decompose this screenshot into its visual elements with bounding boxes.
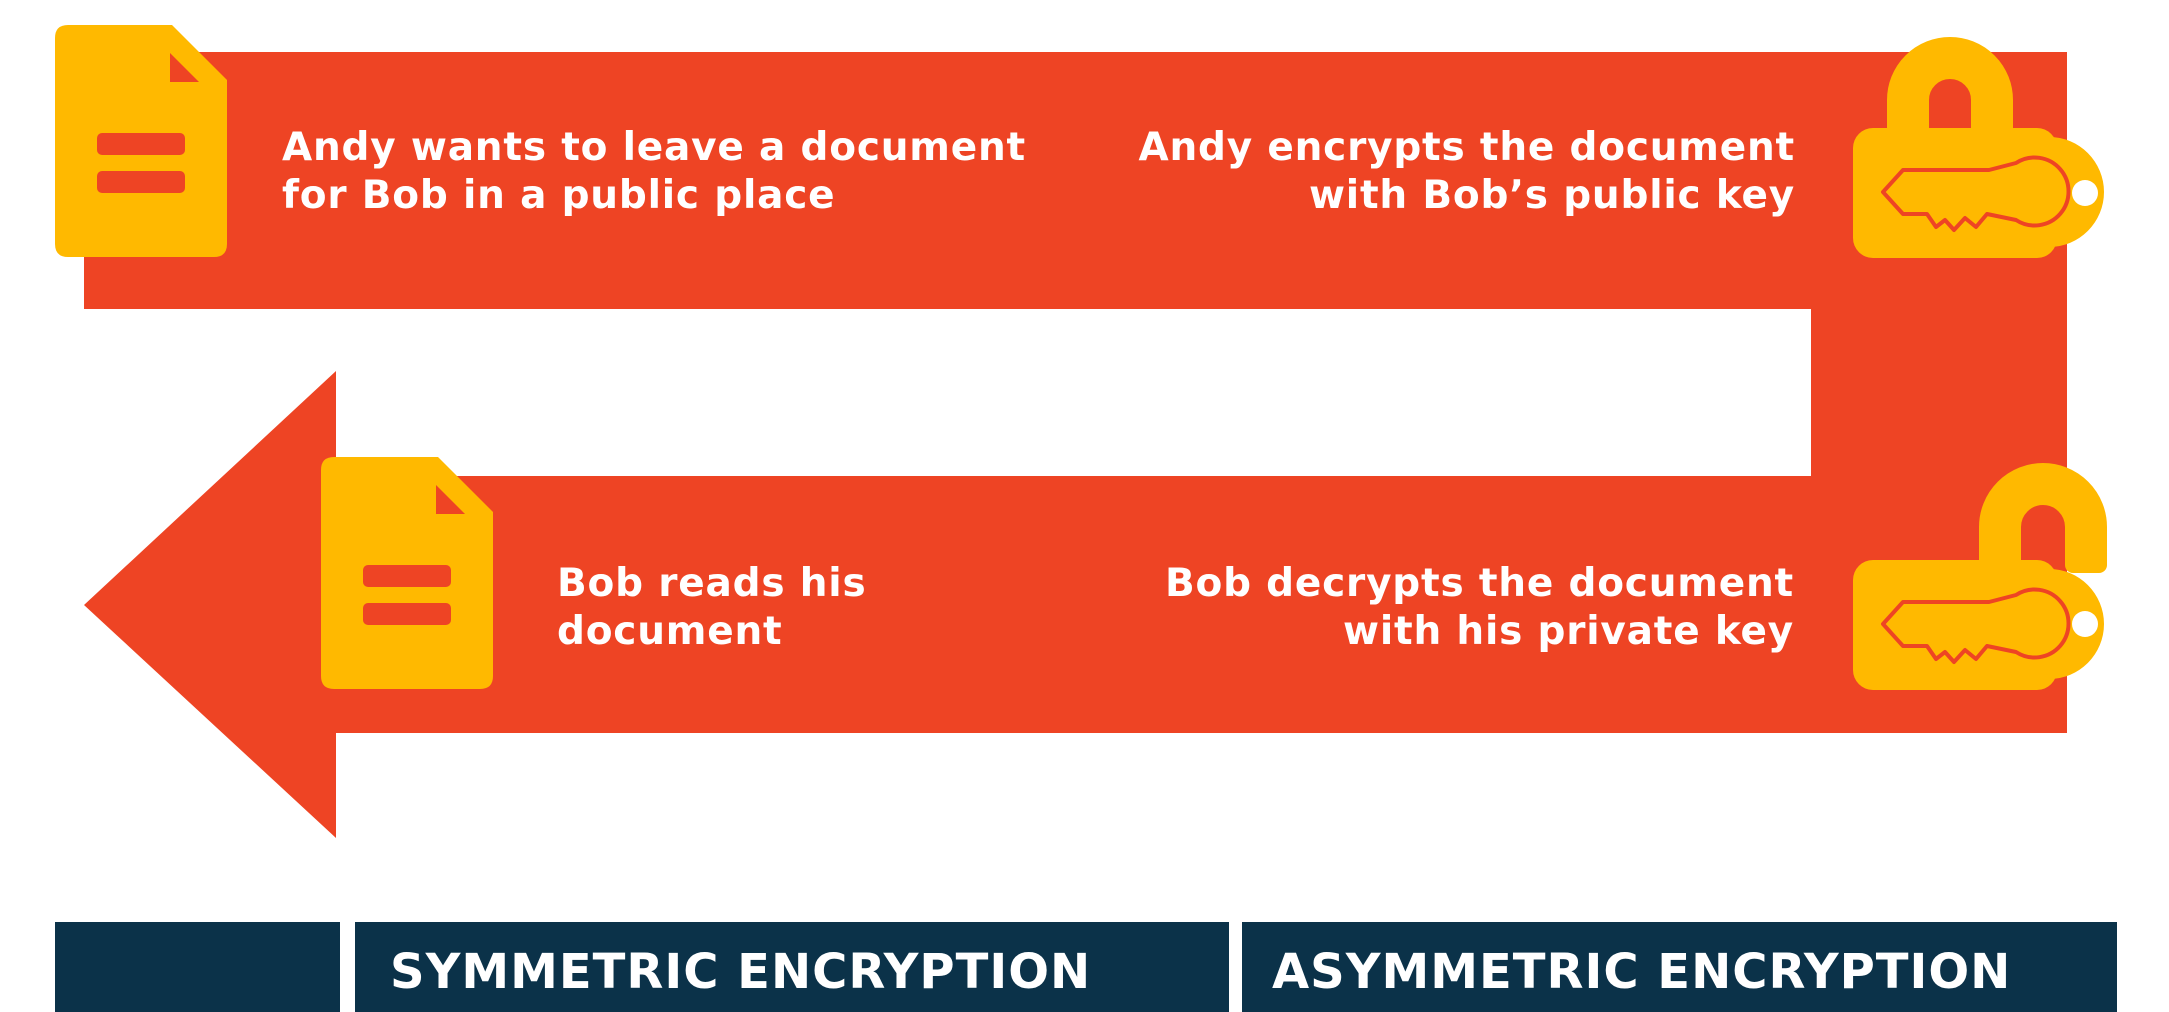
step-3-text: Bob decrypts the document with his priva… (1165, 560, 1794, 656)
table-header-asymmetric: ASYMMETRIC ENCRYPTION (1242, 922, 2117, 1012)
step-2-text: Andy encrypts the document with Bob’s pu… (1138, 124, 1795, 220)
step-4-line-2: document (557, 609, 783, 654)
step-3-line-1: Bob decrypts the document (1164, 561, 1794, 606)
table-header-symmetric-label: SYMMETRIC ENCRYPTION (390, 944, 1092, 1000)
step-1-line-2: for Bob in a public place (282, 173, 836, 218)
unlocked-padlock-key-icon (1853, 463, 2107, 690)
locked-padlock-key-icon (1853, 37, 2104, 258)
step-3-line-2: with his private key (1343, 609, 1794, 654)
step-1-text: Andy wants to leave a document for Bob i… (282, 124, 1026, 220)
step-4-line-1: Bob reads his (557, 561, 867, 606)
table-header-asymmetric-label: ASYMMETRIC ENCRYPTION (1272, 944, 2012, 1000)
step-1-line-1: Andy wants to leave a document (282, 125, 1026, 170)
table-header-symmetric: SYMMETRIC ENCRYPTION (355, 922, 1229, 1012)
step-4-text: Bob reads his document (557, 560, 866, 656)
document-icon (321, 457, 493, 689)
document-icon (55, 25, 227, 257)
table-header-empty (55, 922, 340, 1012)
step-2-line-2: with Bob’s public key (1308, 173, 1795, 218)
step-2-line-1: Andy encrypts the document (1138, 125, 1795, 170)
flow-arrow (84, 52, 2067, 838)
